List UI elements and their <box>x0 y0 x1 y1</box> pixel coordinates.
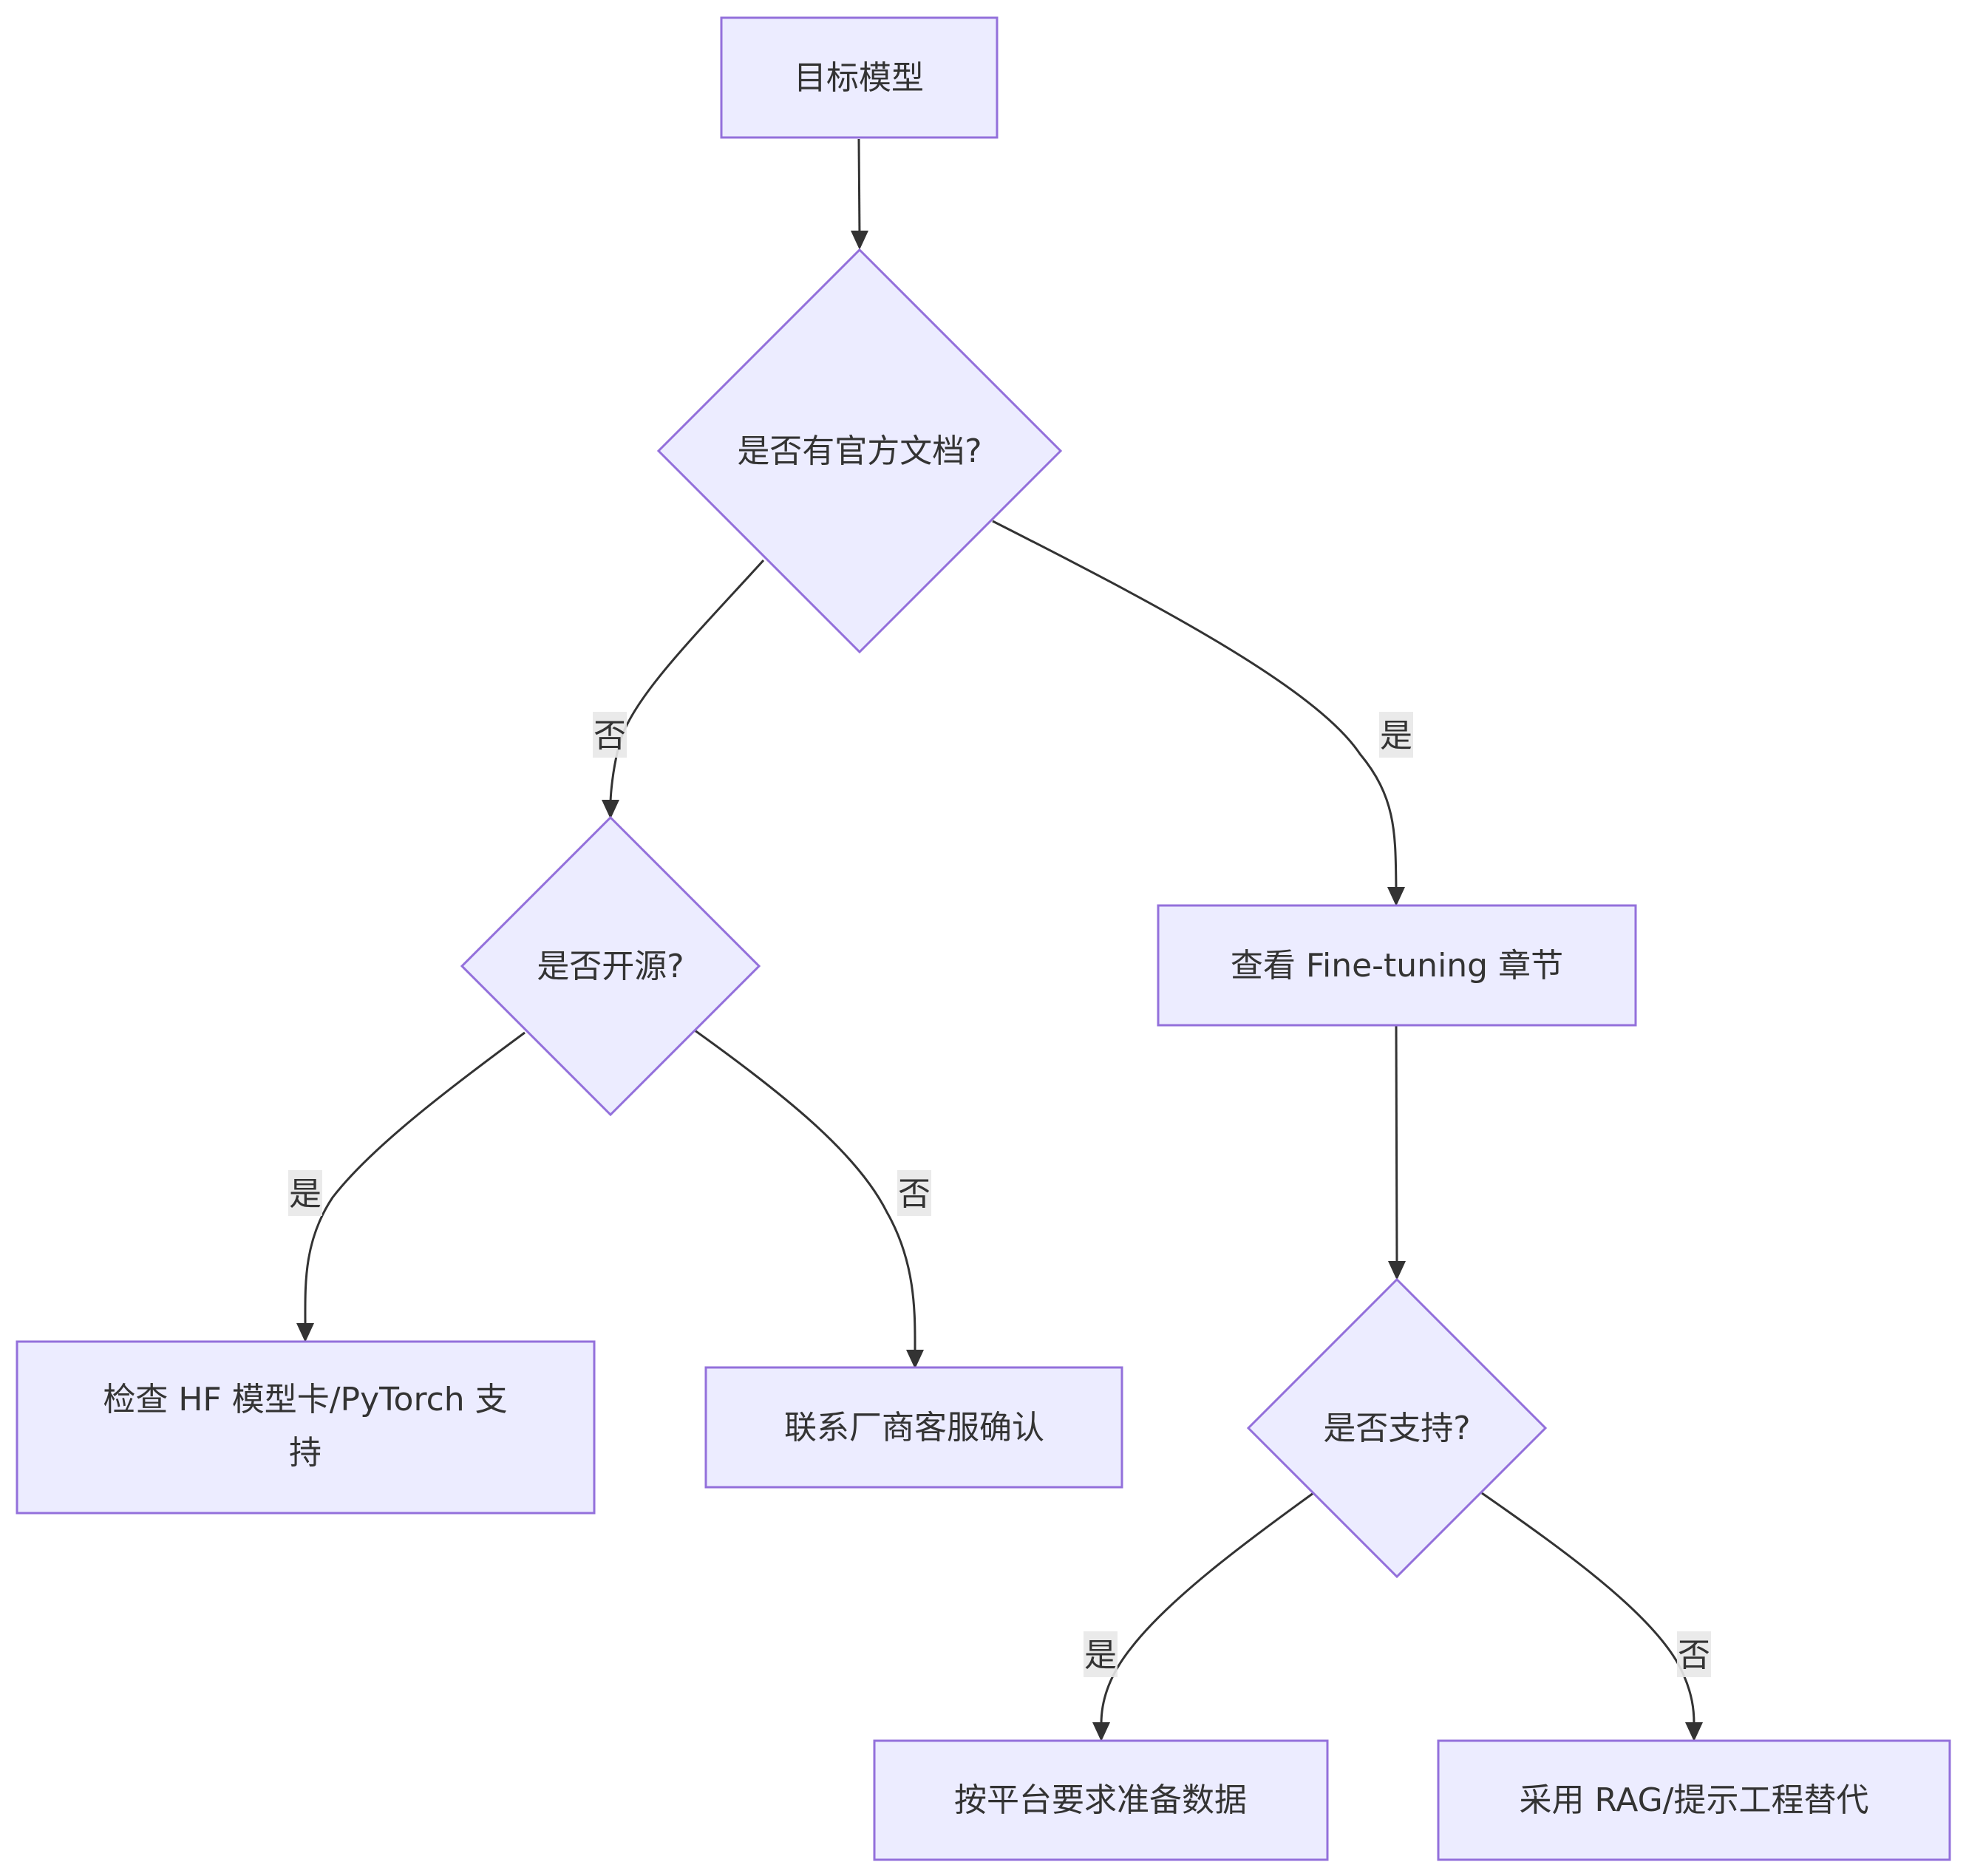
edge-finetuning-to-supported <box>1395 1024 1398 1265</box>
node-view-finetuning[interactable]: 查看 Fine-tuning 章节 <box>1157 904 1637 1027</box>
node-check-hf-label-line1: 检查 HF 模型卡/PyTorch 支 <box>103 1381 507 1418</box>
node-prepare-data[interactable]: 按平台要求准备数据 <box>873 1739 1329 1861</box>
arrowhead-supported <box>1388 1261 1406 1280</box>
node-check-hf-label-line2: 持 <box>289 1434 322 1472</box>
node-is-supported-label: 是否支持? <box>1323 1410 1470 1447</box>
edge-opensource-to-vendor <box>694 1029 916 1353</box>
arrowhead-rag <box>1685 1722 1703 1741</box>
edge-docs-to-finetuning <box>992 520 1398 891</box>
arrowhead-docs <box>851 231 868 250</box>
edge-docs-to-opensource <box>609 559 765 805</box>
node-view-finetuning-label: 查看 Fine-tuning 章节 <box>1231 947 1563 985</box>
edge-labels: 否 是 是 否 是 否 <box>288 712 1711 1677</box>
edges <box>296 138 1703 1741</box>
node-target-model-label: 目标模型 <box>794 59 924 97</box>
edge-label-open-yes: 是 <box>289 1175 322 1213</box>
node-is-supported[interactable]: 是否支持? <box>1246 1277 1548 1579</box>
nodes: 目标模型 是否有官方文档? 是否开源? 查看 Fine-tuning 章节 检查… <box>16 16 1951 1861</box>
edge-label-support-yes: 是 <box>1084 1637 1117 1674</box>
node-use-rag[interactable]: 采用 RAG/提示工程替代 <box>1437 1739 1951 1861</box>
node-prepare-data-label: 按平台要求准备数据 <box>954 1781 1247 1819</box>
node-has-official-docs[interactable]: 是否有官方文档? <box>656 248 1063 654</box>
node-is-open-source-label: 是否开源? <box>537 948 684 985</box>
node-check-hf[interactable]: 检查 HF 模型卡/PyTorch 支 持 <box>16 1340 596 1515</box>
edge-label-docs-no: 否 <box>593 717 626 755</box>
node-contact-vendor[interactable]: 联系厂商客服确认 <box>704 1366 1123 1489</box>
edge-label-open-no: 否 <box>898 1175 931 1213</box>
node-target-model[interactable]: 目标模型 <box>720 16 999 139</box>
edge-supported-to-prepare <box>1100 1492 1314 1724</box>
node-use-rag-label: 采用 RAG/提示工程替代 <box>1519 1781 1868 1819</box>
edge-label-support-no: 否 <box>1678 1637 1710 1674</box>
node-is-open-source[interactable]: 是否开源? <box>460 815 761 1117</box>
edge-target-to-docs <box>857 138 861 237</box>
node-has-official-docs-label: 是否有官方文档? <box>737 432 982 470</box>
edge-supported-to-rag <box>1481 1492 1695 1724</box>
arrowhead-vendor <box>906 1350 924 1369</box>
edge-label-docs-yes: 是 <box>1380 717 1412 755</box>
node-contact-vendor-label: 联系厂商客服确认 <box>784 1409 1044 1447</box>
arrowhead-opensource <box>602 800 619 819</box>
edge-opensource-to-checkhf <box>304 1031 525 1327</box>
arrowhead-finetuning <box>1387 887 1405 906</box>
arrowhead-prepare <box>1092 1722 1110 1741</box>
arrowhead-checkhf <box>296 1323 314 1342</box>
